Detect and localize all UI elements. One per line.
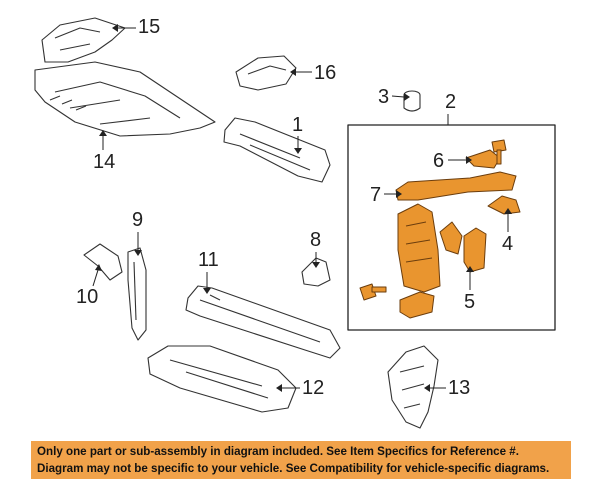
part-14-engine-under-cover [34, 61, 216, 137]
part-10-bracket [83, 243, 123, 281]
part-1-support-upper [223, 117, 331, 183]
leader-10 [92, 269, 99, 287]
part-6-bolt [491, 139, 507, 165]
callout-16: 16 [314, 62, 337, 84]
part-lower-bracket [399, 291, 435, 319]
disclaimer-banner: Only one part or sub-assembly in diagram… [31, 441, 571, 479]
group-frame-2 [347, 124, 556, 331]
callout-5: 5 [464, 291, 476, 313]
callout-13: 13 [448, 377, 471, 399]
callout-11: 11 [198, 249, 219, 271]
callout-8: 8 [310, 229, 322, 251]
part-6-bracket [465, 149, 501, 169]
part-bolt [359, 283, 387, 301]
callout-6: 6 [433, 150, 445, 172]
callout-2: 2 [445, 91, 457, 113]
leader-3 [391, 95, 405, 98]
callout-10: 10 [76, 286, 99, 308]
part-3-grommet [403, 90, 421, 112]
callout-4: 4 [502, 233, 514, 255]
callout-9: 9 [132, 209, 144, 231]
part-16-cover [235, 55, 297, 91]
callout-15: 15 [138, 16, 161, 38]
callout-7: 7 [370, 184, 382, 206]
callout-3: 3 [378, 86, 390, 108]
part-7-cross-member [395, 171, 517, 201]
callout-12: 12 [302, 377, 325, 399]
disclaimer-line-2: Diagram may not be specific to your vehi… [37, 462, 550, 475]
part-11-lower-tie-bar [185, 285, 341, 359]
part-inner-bracket [439, 221, 463, 255]
part-12-front-cover [147, 345, 297, 413]
part-4-mount [487, 195, 521, 215]
part-main-panel [397, 203, 441, 293]
callout-14: 14 [93, 151, 116, 173]
disclaimer-line-1: Only one part or sub-assembly in diagram… [37, 445, 519, 458]
part-5-reinforcement [463, 227, 487, 273]
part-9-side-bracket [127, 247, 147, 341]
part-15-upper-shield [41, 17, 126, 63]
part-13-side-deflector [387, 345, 439, 429]
callout-1: 1 [292, 114, 304, 136]
